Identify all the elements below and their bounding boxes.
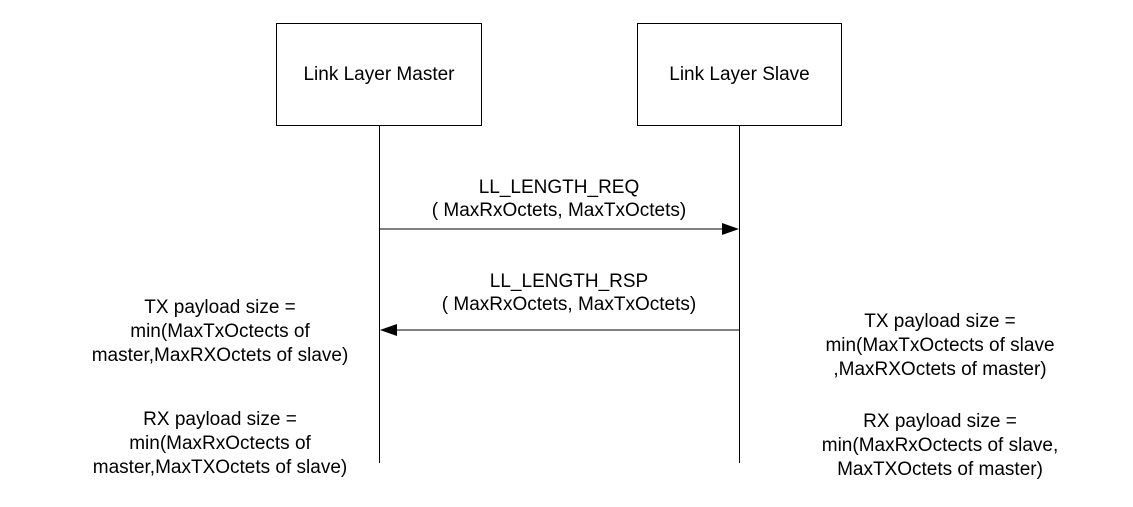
response-message-name: LL_LENGTH_RSP: [489, 271, 649, 292]
response-message-params: ( MaxRxOctets, MaxTxOctets): [441, 294, 697, 315]
master-rx-note: RX payload size = min(MaxRxOctects of ma…: [60, 408, 380, 480]
master-lifeline: [379, 126, 380, 463]
slave-tx-note: TX payload size = min(MaxTxOctects of sl…: [780, 310, 1100, 382]
note-line: TX payload size =: [144, 297, 296, 318]
note-line: MaxTXOctets of master): [837, 459, 1043, 480]
request-arrowhead: [722, 223, 739, 235]
slave-lifeline-box: Link Layer Slave: [637, 23, 842, 126]
note-line: min(MaxTxOctects of: [130, 321, 310, 342]
master-lifeline-box: Link Layer Master: [276, 23, 482, 126]
note-line: master,MaxRXOctets of slave): [91, 345, 349, 366]
master-tx-note: TX payload size = min(MaxTxOctects of ma…: [60, 296, 380, 368]
note-line: RX payload size =: [863, 411, 1017, 432]
request-message-name: LL_LENGTH_REQ: [478, 177, 640, 198]
slave-lifeline-label: Link Layer Slave: [669, 63, 810, 85]
response-message-label: LL_LENGTH_RSP ( MaxRxOctets, MaxTxOctets…: [414, 270, 724, 316]
note-line: min(MaxRxOctects of: [129, 433, 311, 454]
note-line: master,MaxTXOctets of slave): [92, 457, 348, 478]
note-line: min(MaxRxOctects of slave,: [821, 435, 1059, 456]
request-message-params: ( MaxRxOctets, MaxTxOctets): [431, 200, 687, 221]
response-arrowhead: [380, 324, 397, 336]
note-line: ,MaxRXOctets of master): [833, 359, 1047, 380]
request-message-label: LL_LENGTH_REQ ( MaxRxOctets, MaxTxOctets…: [404, 176, 714, 222]
slave-rx-note: RX payload size = min(MaxRxOctects of sl…: [780, 410, 1100, 482]
slave-lifeline: [739, 126, 740, 463]
note-line: TX payload size =: [864, 311, 1016, 332]
note-line: RX payload size =: [143, 409, 297, 430]
note-line: min(MaxTxOctects of slave: [825, 335, 1055, 356]
master-lifeline-label: Link Layer Master: [303, 63, 455, 85]
